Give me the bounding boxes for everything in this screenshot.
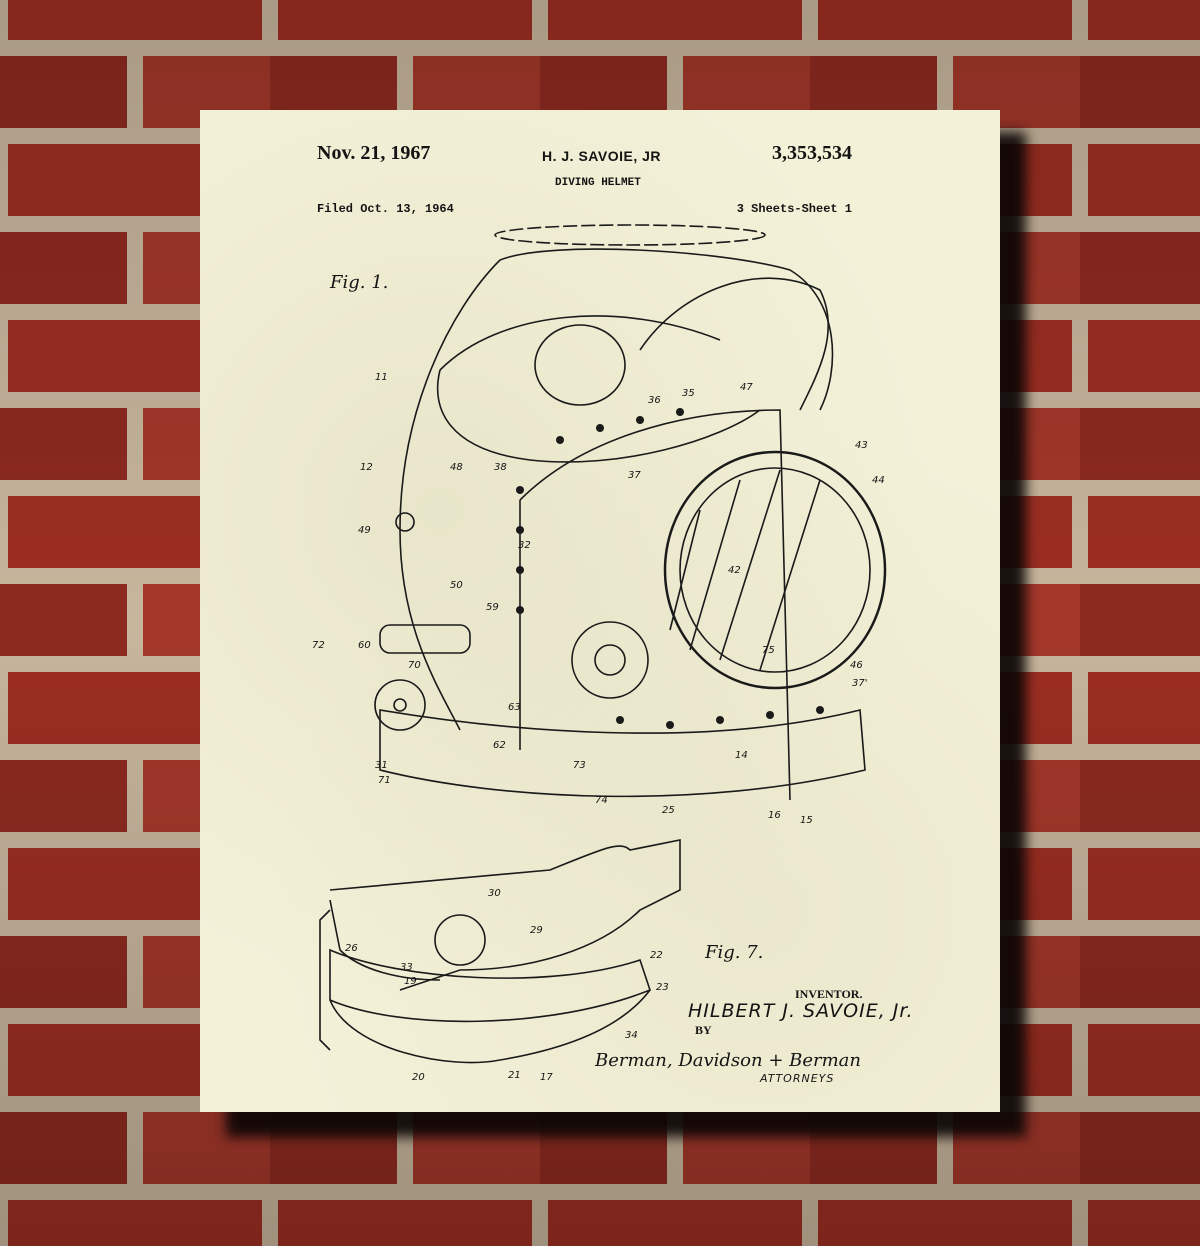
callout-number: 47 — [740, 382, 753, 393]
callout-number: 60 — [358, 640, 371, 651]
callout-number: 46 — [850, 660, 863, 671]
callout-number: 43 — [855, 440, 868, 451]
callout-number: 70 — [408, 660, 421, 671]
callout-number: 34 — [625, 1030, 638, 1041]
callout-number: 11 — [375, 372, 388, 383]
callout-number: 29 — [530, 925, 543, 936]
filed-date: Filed Oct. 13, 1964 — [317, 202, 454, 216]
callout-number: 63 — [508, 702, 521, 713]
callout-number: 48 — [450, 462, 463, 473]
callout-number: 37 — [628, 470, 641, 481]
helmet-drawing — [319, 224, 887, 1064]
callout-number: 15 — [800, 815, 813, 826]
callout-number: 23 — [656, 982, 669, 993]
callout-number: 26 — [345, 943, 358, 954]
callout-number: 32 — [518, 540, 531, 551]
callout-number: 37' — [852, 678, 868, 689]
callout-number: 14 — [735, 750, 748, 761]
callout-number: 62 — [493, 740, 506, 751]
callout-number: 44 — [872, 475, 885, 486]
patent-poster: Nov. 21, 1967 H. J. SAVOIE, JR 3,353,534… — [200, 110, 1000, 1112]
callout-number: 16 — [768, 810, 781, 821]
callout-number: 33 — [400, 962, 413, 973]
patent-title: DIVING HELMET — [555, 177, 641, 189]
callout-number: 17 — [540, 1072, 553, 1083]
attorneys-label: ATTORNEYS — [760, 1072, 835, 1085]
callout-number: 22 — [650, 950, 663, 961]
callout-number: 59 — [486, 602, 499, 613]
callout-number: 20 — [412, 1072, 425, 1083]
callout-number: 35 — [682, 388, 695, 399]
callout-number: 71 — [378, 775, 391, 786]
fig1-label: Fig. 1. — [330, 272, 389, 293]
inventor-signature: HILBERT J. SAVOIE, Jr. — [688, 1000, 914, 1022]
patent-date: Nov. 21, 1967 — [317, 142, 431, 164]
callout-number: 75 — [762, 645, 775, 656]
inventor-header: H. J. SAVOIE, JR — [542, 148, 661, 164]
callout-number: 30 — [488, 888, 501, 899]
inventor-label: INVENTOR. — [795, 987, 863, 1001]
callout-number: 21 — [508, 1070, 521, 1081]
fig7-label: Fig. 7. — [705, 942, 764, 963]
callout-number: 50 — [450, 580, 463, 591]
by-label: BY — [695, 1023, 712, 1037]
callout-number: 42 — [728, 565, 741, 576]
callout-number: 49 — [358, 525, 371, 536]
callout-number: 12 — [360, 462, 373, 473]
attorneys-signature: Berman, Davidson + Berman — [595, 1050, 862, 1071]
callout-number: 31 — [375, 760, 388, 771]
callout-number: 19 — [404, 976, 417, 987]
callout-number: 73 — [573, 760, 586, 771]
callout-number: 36 — [648, 395, 661, 406]
callout-number: 38 — [494, 462, 507, 473]
callout-number: 72 — [312, 640, 325, 651]
callout-number: 25 — [662, 805, 675, 816]
patent-number: 3,353,534 — [772, 142, 852, 164]
callout-number: 74 — [595, 795, 608, 806]
sheet-count: 3 Sheets-Sheet 1 — [736, 202, 852, 216]
